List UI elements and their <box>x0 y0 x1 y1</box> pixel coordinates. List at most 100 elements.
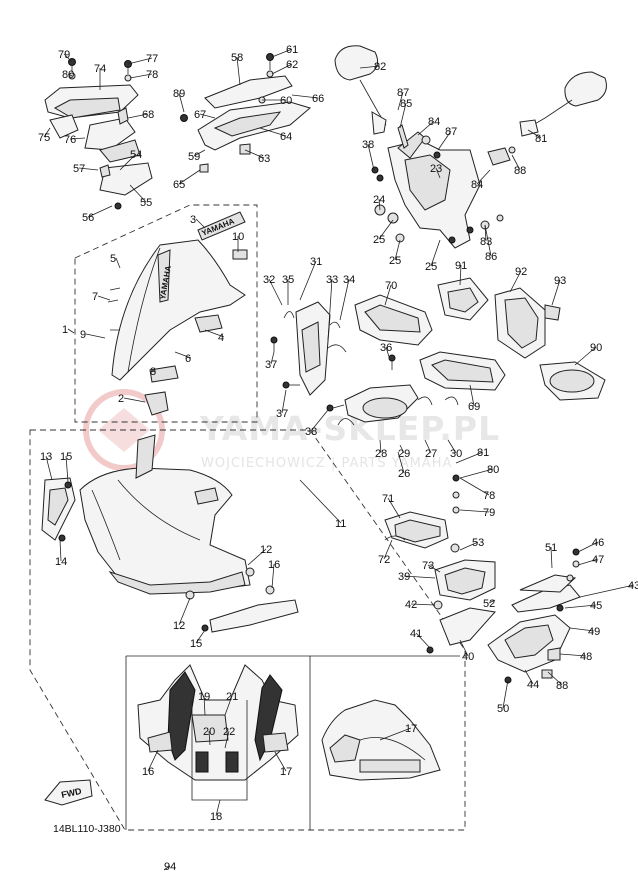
callout-94: 94 <box>164 861 176 873</box>
leader-line <box>551 279 561 306</box>
callout-41: 41 <box>410 628 422 640</box>
callout-37: 37 <box>276 408 288 420</box>
upper-cowling <box>41 434 299 633</box>
callout-16: 16 <box>142 766 154 778</box>
leader-line <box>193 149 206 157</box>
leader-line <box>147 749 159 772</box>
callout-51: 51 <box>545 542 557 554</box>
callout-25: 25 <box>389 255 401 267</box>
callout-88: 88 <box>556 680 568 692</box>
leader-line <box>271 48 293 58</box>
leader-line <box>208 730 211 746</box>
callout-63: 63 <box>258 153 270 165</box>
leader-line <box>547 671 563 686</box>
callout-34: 34 <box>343 274 355 286</box>
leader-line <box>163 865 171 871</box>
leader-line <box>399 444 405 454</box>
callout-58: 58 <box>231 52 243 64</box>
leader-line <box>359 65 381 69</box>
leader-line <box>387 497 401 519</box>
mirror-left <box>334 45 387 135</box>
leader-line <box>268 278 283 306</box>
callout-15: 15 <box>190 638 202 650</box>
callout-38: 38 <box>362 139 374 151</box>
leader-line <box>204 329 225 338</box>
callout-55: 55 <box>140 197 152 209</box>
leader-line <box>215 799 221 817</box>
callout-70: 70 <box>385 280 397 292</box>
lower-air-duct <box>180 53 312 173</box>
callout-84: 84 <box>428 116 440 128</box>
callout-80: 80 <box>487 464 499 476</box>
leader-line <box>410 603 436 606</box>
leader-line <box>459 264 462 286</box>
callout-74: 74 <box>94 63 106 75</box>
leader-line <box>43 127 51 138</box>
callout-53: 53 <box>472 537 484 549</box>
leader-line <box>569 627 595 632</box>
inner-panel-left <box>44 58 153 210</box>
callout-78: 78 <box>483 490 495 502</box>
leader-line <box>577 558 599 566</box>
callout-64: 64 <box>280 131 292 143</box>
leader-line <box>327 278 333 341</box>
leader-line <box>509 270 522 293</box>
leader-line <box>459 639 469 657</box>
callout-23: 23 <box>430 163 442 175</box>
callout-79: 79 <box>483 507 495 519</box>
leader-line <box>524 669 534 685</box>
callout-35: 35 <box>282 274 294 286</box>
callout-2: 2 <box>118 393 124 405</box>
callout-49: 49 <box>588 626 600 638</box>
callout-28: 28 <box>375 448 387 460</box>
leader-line <box>385 346 391 361</box>
callout-76: 76 <box>64 134 76 146</box>
leader-line <box>564 604 597 609</box>
leader-line <box>378 198 381 211</box>
leader-line <box>45 455 53 481</box>
callout-36: 36 <box>380 342 392 354</box>
leader-line <box>397 91 404 111</box>
callout-85: 85 <box>400 98 412 110</box>
callout-1: 1 <box>62 324 68 336</box>
leader-line <box>403 575 436 579</box>
callout-26: 26 <box>398 468 410 480</box>
leader-line <box>274 751 287 772</box>
callout-11: 11 <box>335 518 346 530</box>
leader-line <box>435 167 441 179</box>
leader-line <box>69 137 86 140</box>
callout-10: 10 <box>232 231 244 243</box>
callout-38: 38 <box>305 426 317 438</box>
leader-line <box>437 130 452 151</box>
leader-line <box>115 257 121 269</box>
leader-line <box>459 477 490 496</box>
leader-line <box>447 439 457 454</box>
leader-line <box>339 278 350 321</box>
callout-25: 25 <box>425 261 437 273</box>
callout-5: 5 <box>110 253 116 265</box>
callout-17: 17 <box>280 766 292 778</box>
mirror-right <box>519 71 607 137</box>
leader-line <box>299 260 317 301</box>
leader-line <box>59 539 62 562</box>
callout-29: 29 <box>398 448 410 460</box>
windscreen-group-outline <box>74 204 258 423</box>
callout-31: 31 <box>310 256 322 268</box>
callout-92: 92 <box>515 266 527 278</box>
callout-84: 84 <box>471 179 483 191</box>
callout-18: 18 <box>210 811 222 823</box>
leader-line <box>259 127 287 137</box>
leader-line <box>236 56 241 86</box>
callout-88: 88 <box>514 165 526 177</box>
callout-9: 9 <box>80 329 86 341</box>
callout-77: 77 <box>146 53 158 65</box>
leader-line <box>178 169 201 185</box>
leader-line <box>417 120 435 136</box>
leader-line <box>85 333 106 339</box>
callout-14: 14 <box>55 556 67 568</box>
leader-line <box>484 224 492 257</box>
leader-lines <box>43 48 635 871</box>
cowling-group-outline <box>29 429 466 831</box>
